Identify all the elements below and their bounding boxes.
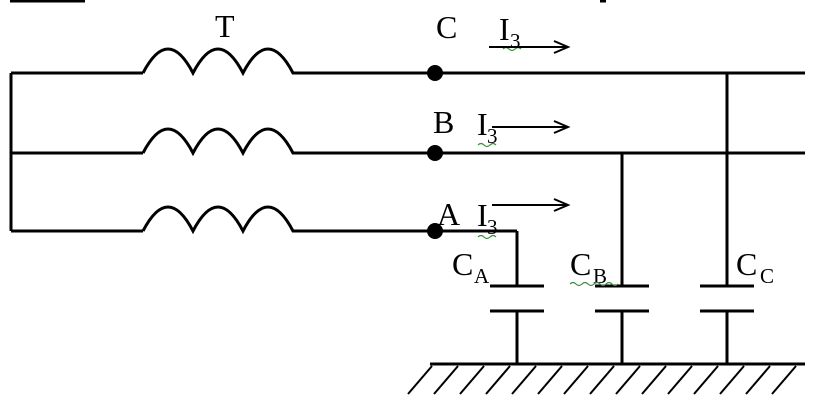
- capacitor-c: [700, 73, 754, 364]
- ground-hatch-line: [563, 365, 589, 395]
- ground-hatch-line: [537, 365, 563, 395]
- svg-text:C: C: [736, 246, 757, 282]
- svg-text:C: C: [570, 246, 591, 282]
- ground-hatch-line: [719, 365, 745, 395]
- current-arrow-a: [492, 198, 571, 212]
- current-label-b: I 3: [477, 106, 498, 148]
- svg-text:I: I: [477, 106, 488, 142]
- phase-c-line: [11, 47, 805, 77]
- ground-hatch-line: [615, 365, 641, 395]
- capacitor-b-label: C B: [569, 246, 619, 288]
- ground-hatch-line: [667, 365, 693, 395]
- winding-b-coil: [141, 127, 305, 157]
- svg-text:C: C: [452, 246, 473, 282]
- ground-symbol: [407, 362, 805, 395]
- node-a-label: A: [437, 196, 460, 232]
- ground-hatch-line: [407, 365, 433, 395]
- capacitor-c-label: C C: [736, 246, 774, 288]
- ground-hatch-line: [771, 365, 797, 395]
- current-arrow-b: [492, 120, 571, 134]
- ground-hatch-line: [485, 365, 511, 395]
- node-b-label: B: [433, 104, 454, 140]
- node-c-dot: [427, 65, 443, 81]
- ground-hatch-line: [511, 365, 537, 395]
- svg-text:A: A: [474, 264, 490, 288]
- phase-a-line: [11, 205, 517, 235]
- ground-hatch-line: [693, 365, 719, 395]
- ground-hatch-line: [641, 365, 667, 395]
- ground-hatch-line: [745, 365, 771, 395]
- capacitor-b: [595, 153, 649, 364]
- transformer-label: T: [215, 8, 235, 44]
- svg-text:I: I: [499, 11, 510, 47]
- ground-hatch-line: [459, 365, 485, 395]
- svg-text:C: C: [760, 264, 774, 288]
- ground-hatch-line: [433, 365, 459, 395]
- node-b-dot: [427, 145, 443, 161]
- svg-text:3: 3: [510, 29, 521, 53]
- node-c-label: C: [436, 9, 457, 45]
- svg-text:3: 3: [487, 215, 498, 239]
- node-a-dot: [427, 223, 443, 239]
- svg-text:3: 3: [487, 124, 498, 148]
- capacitor-a: [490, 231, 544, 364]
- winding-a-coil: [141, 205, 305, 235]
- winding-c-coil: [141, 47, 305, 77]
- ground-hatch-line: [589, 365, 615, 395]
- capacitor-a-label: C A: [452, 246, 490, 288]
- svg-text:I: I: [477, 197, 488, 233]
- current-arrow-c: [489, 40, 571, 54]
- phase-b-line: [11, 127, 805, 157]
- current-label-a: I 3: [477, 197, 498, 240]
